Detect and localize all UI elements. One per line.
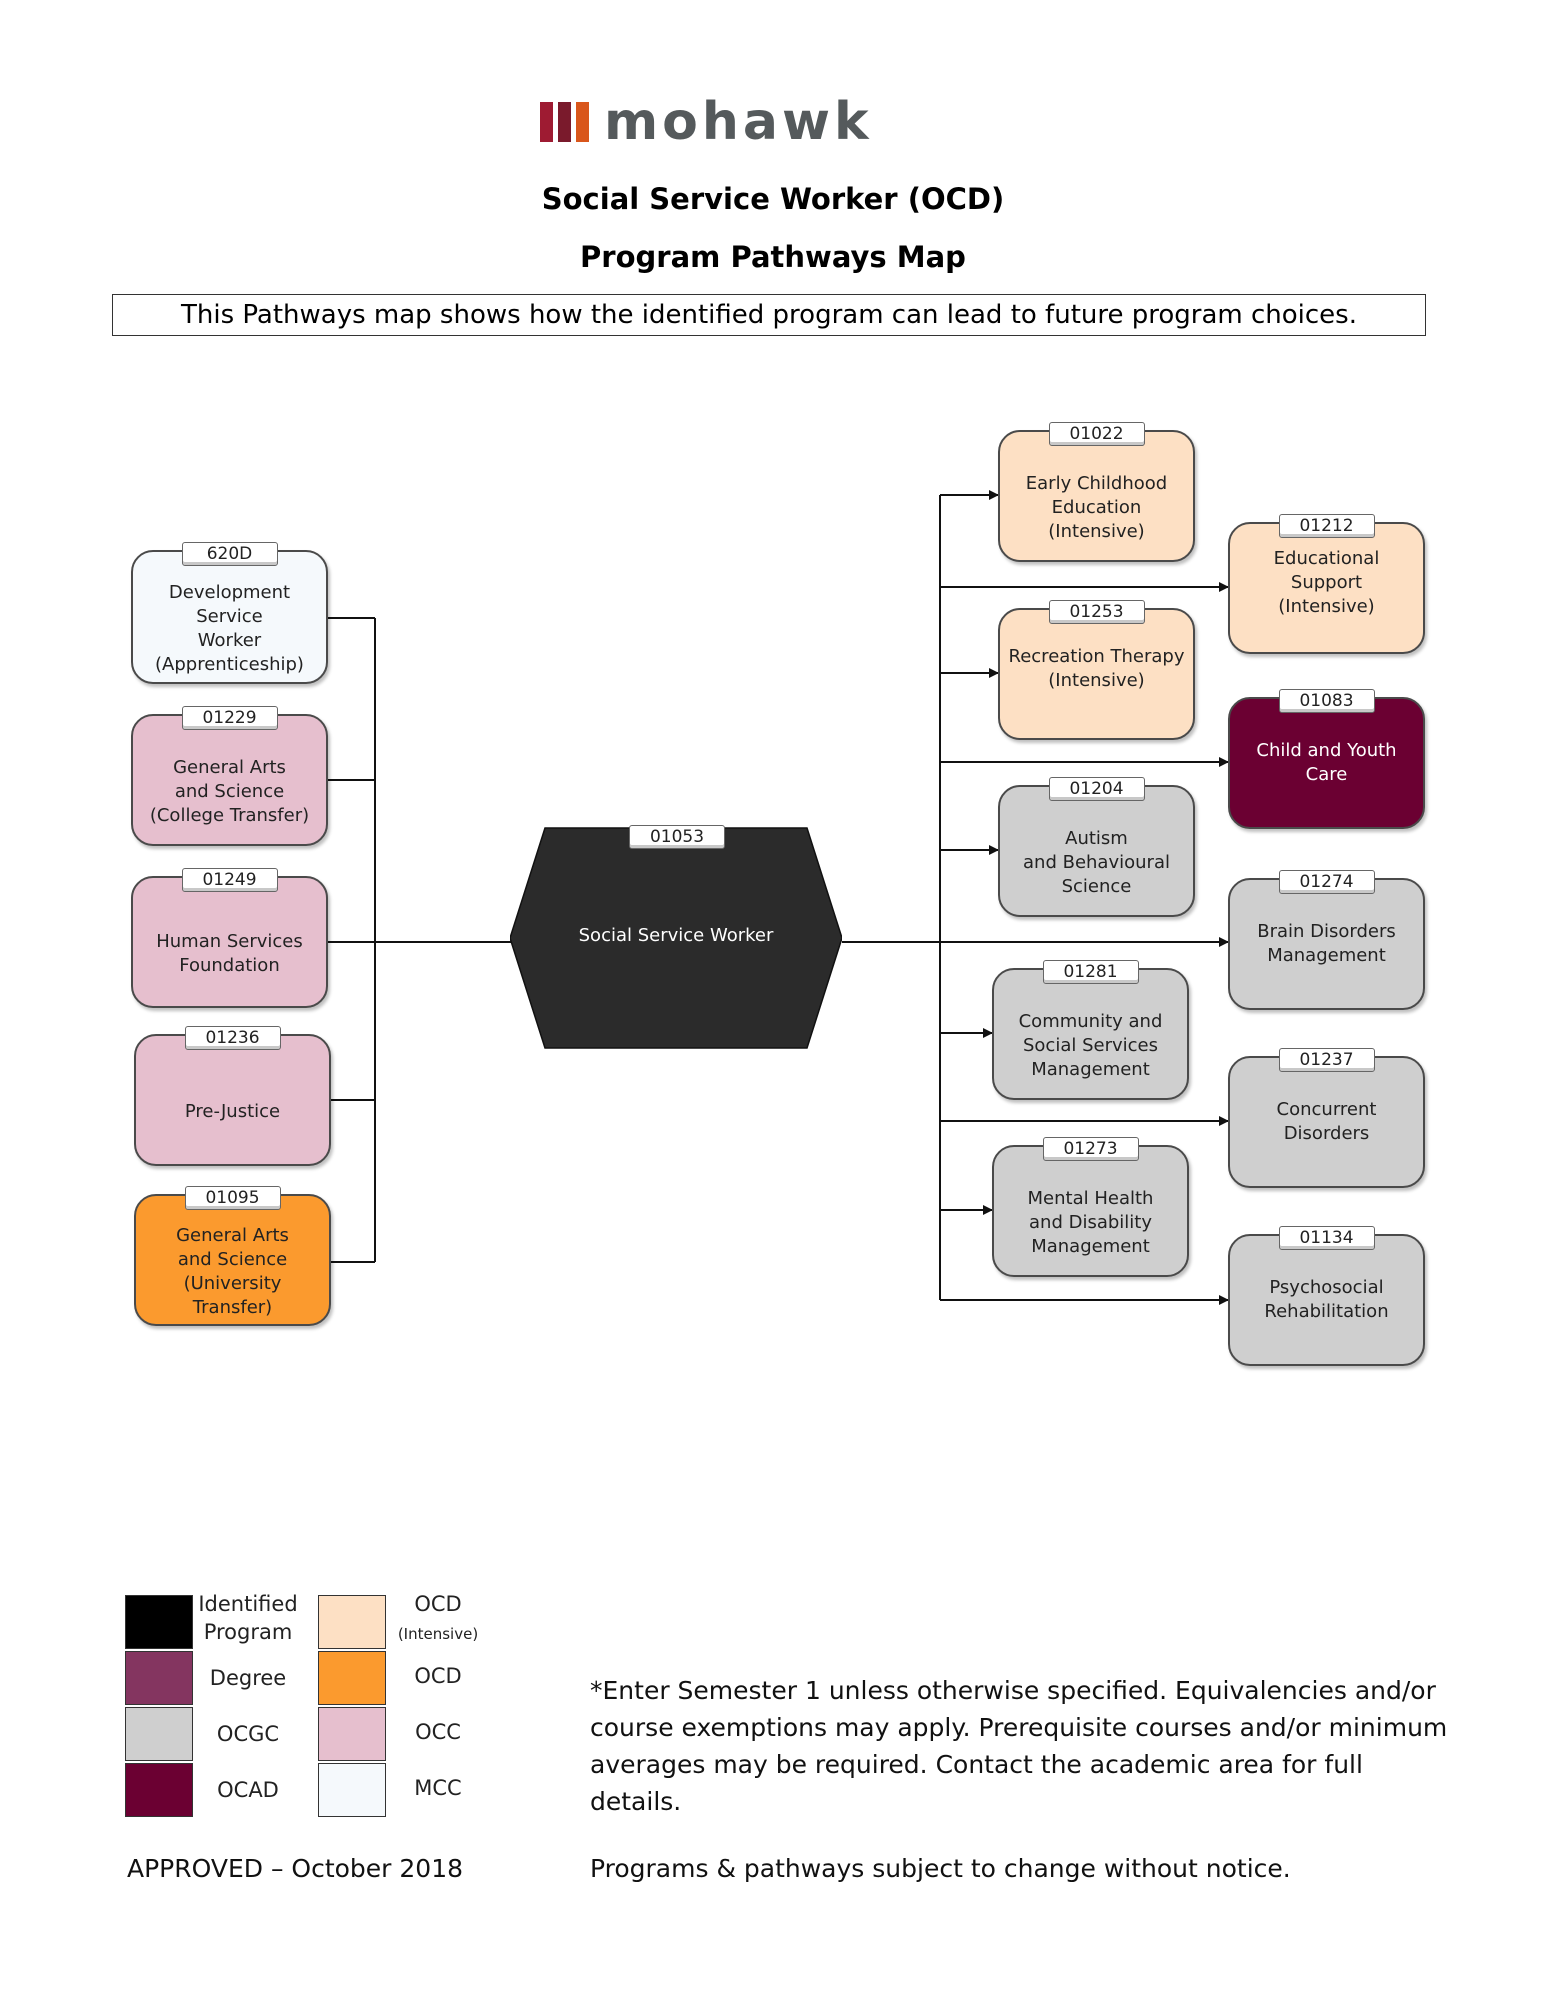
program-label: General Arts and Science (University Tra… xyxy=(176,1225,289,1318)
program-code: 01236 xyxy=(184,1026,281,1050)
program-box-01237: 01237 Concurrent Disorders xyxy=(1228,1048,1425,1188)
intro-text: This Pathways map shows how the identifi… xyxy=(112,294,1426,336)
program-code: 01273 xyxy=(1042,1137,1139,1161)
legend-swatch-occ xyxy=(318,1707,386,1761)
program-label: Brain Disorders Management xyxy=(1257,921,1396,966)
program-label: Educational Support (Intensive) xyxy=(1273,548,1380,617)
program-label: Mental Health and Disability Management xyxy=(1027,1188,1154,1257)
mohawk-logo: mohawk xyxy=(540,92,980,152)
approved-date: APPROVED – October 2018 xyxy=(127,1854,464,1883)
legend-label-mcc: MCC xyxy=(414,1776,462,1800)
program-box-01204: 01204 Autism and Behavioural Science xyxy=(998,777,1195,917)
program-label: Pre-Justice xyxy=(184,1101,281,1122)
program-code: 01053 xyxy=(629,825,725,849)
program-label: Recreation Therapy (Intensive) xyxy=(1008,646,1185,691)
program-code: 01237 xyxy=(1278,1048,1375,1072)
admission-note: *Enter Semester 1 unless otherwise speci… xyxy=(590,1676,1448,1816)
program-code: 01249 xyxy=(181,868,278,892)
legend-label-degree: Degree xyxy=(209,1666,287,1690)
program-code: 01095 xyxy=(184,1186,281,1210)
identified-program-shape xyxy=(510,827,842,1049)
program-code: 01253 xyxy=(1048,600,1145,624)
program-box-01134: 01134 Psychosocial Rehabilitation xyxy=(1228,1226,1425,1366)
program-code: 01229 xyxy=(181,706,278,730)
identified-program: 01053 Social Service Worker xyxy=(510,825,842,1051)
logo-bar-3 xyxy=(576,102,589,142)
program-label: Concurrent Disorders xyxy=(1276,1099,1377,1144)
program-code: 620D xyxy=(181,542,278,566)
page-title: Social Service Worker (OCD) xyxy=(541,182,1005,216)
program-box-01274: 01274 Brain Disorders Management xyxy=(1228,870,1425,1010)
logo-bar-2 xyxy=(558,102,571,142)
change-disclaimer: Programs & pathways subject to change wi… xyxy=(590,1854,1291,1883)
program-label: Community and Social Services Management xyxy=(1018,1011,1163,1080)
legend-label-identified: Identified Program xyxy=(198,1592,298,1644)
program-label: Human Services Foundation xyxy=(156,931,303,976)
program-label: Early Childhood Education (Intensive) xyxy=(1025,473,1168,542)
program-box-01212: 01212 Educational Support (Intensive) xyxy=(1228,514,1425,654)
program-code: 01204 xyxy=(1048,777,1145,801)
program-box-01249: 01249 Human Services Foundation xyxy=(131,868,328,1008)
legend-swatch-degree xyxy=(125,1651,193,1705)
program-code: 01022 xyxy=(1048,422,1145,446)
program-label: Child and Youth Care xyxy=(1256,740,1397,785)
logo-wordmark: mohawk xyxy=(604,92,873,152)
program-code: 01274 xyxy=(1278,870,1375,894)
program-box-01229: 01229 General Arts and Science (College … xyxy=(131,706,328,846)
legend-label-ocd-intensive: OCD (Intensive) xyxy=(397,1592,479,1643)
program-box-01273: 01273 Mental Health and Disability Manag… xyxy=(992,1137,1189,1277)
program-code: 01281 xyxy=(1042,960,1139,984)
program-label: Autism and Behavioural Science xyxy=(1023,828,1170,897)
legend-swatch-ocgc xyxy=(125,1707,193,1761)
program-box-01083: 01083 Child and Youth Care xyxy=(1228,689,1425,829)
legend-swatch-identified xyxy=(125,1595,193,1649)
legend-label-ocad: OCAD xyxy=(217,1778,279,1802)
program-label: Psychosocial Rehabilitation xyxy=(1264,1277,1389,1322)
legend-swatch-ocd-intensive xyxy=(318,1595,386,1649)
legend-label-ocgc: OCGC xyxy=(216,1722,280,1746)
legend: Identified Program Degree OCGC OCAD OCD … xyxy=(118,1568,492,1838)
program-label: Development Service Worker (Apprenticesh… xyxy=(155,582,304,675)
legend-swatch-mcc xyxy=(318,1763,386,1817)
legend-swatch-ocad xyxy=(125,1763,193,1817)
program-box-620D: 620D Development Service Worker (Apprent… xyxy=(131,542,328,684)
program-box-01095: 01095 General Arts and Science (Universi… xyxy=(134,1186,331,1326)
program-box-01281: 01281 Community and Social Services Mana… xyxy=(992,960,1189,1100)
program-box-01253: 01253 Recreation Therapy (Intensive) xyxy=(998,600,1195,740)
legend-swatch-ocd xyxy=(318,1651,386,1705)
program-box-01022: 01022 Early Childhood Education (Intensi… xyxy=(998,422,1195,562)
program-code: 01083 xyxy=(1278,689,1375,713)
legend-label-occ: OCC xyxy=(415,1720,461,1744)
program-label: General Arts and Science (College Transf… xyxy=(149,757,310,826)
page-subtitle: Program Pathways Map xyxy=(580,240,966,274)
logo-bar-1 xyxy=(540,102,553,142)
program-label: Social Service Worker xyxy=(578,925,774,946)
program-code: 01134 xyxy=(1278,1226,1375,1250)
program-code: 01212 xyxy=(1278,514,1375,538)
program-box-01236: 01236 Pre-Justice xyxy=(134,1026,331,1166)
legend-label-ocd: OCD xyxy=(414,1664,462,1688)
